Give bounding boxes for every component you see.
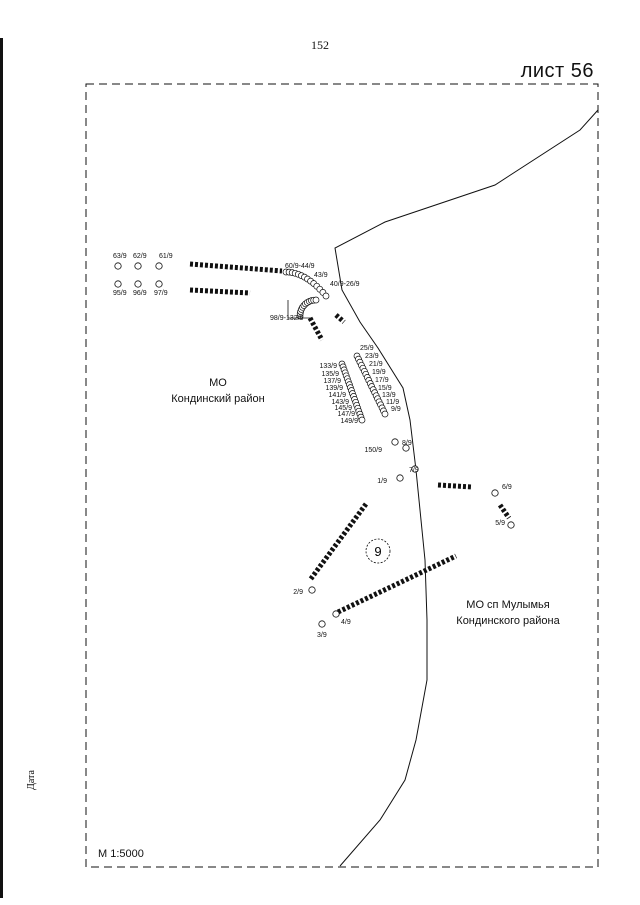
region-east-line2: Кондинского района <box>456 615 560 627</box>
block-circle <box>365 538 391 564</box>
point-marker <box>308 586 316 594</box>
point-label: 21/9 <box>369 361 383 368</box>
point-label: 133/9 <box>319 363 337 370</box>
region-west-line1: МО <box>209 377 227 389</box>
point-label: 40/9-26/9 <box>330 281 360 288</box>
point-marker <box>318 620 326 628</box>
cluster-circle <box>381 410 389 418</box>
point-label: 11/9 <box>386 399 399 406</box>
point-label: 147/9 <box>337 411 355 418</box>
scale-label: М 1:5000 <box>98 848 144 860</box>
point-label: 8/9 <box>402 440 412 447</box>
point-label: 62/9 <box>133 253 147 260</box>
point-label: 9/9 <box>391 406 401 413</box>
point-marker <box>134 262 142 270</box>
point-label: 19/9 <box>372 369 386 376</box>
point-label: 141/9 <box>328 392 346 399</box>
point-marker <box>411 465 419 473</box>
point-label: 97/9 <box>154 290 168 297</box>
map-frame <box>85 83 599 868</box>
strip-arc <box>307 316 325 342</box>
point-marker <box>332 610 340 618</box>
point-label: 61/9 <box>159 253 173 260</box>
region-east-line1: МО сп Мулымья <box>466 599 549 611</box>
point-marker <box>155 262 163 270</box>
point-label: 96/9 <box>133 290 147 297</box>
block-number: 9 <box>374 544 381 559</box>
point-label: 95/9 <box>113 290 127 297</box>
point-label: 6/9 <box>502 484 512 491</box>
point-label: 25/9 <box>360 345 374 352</box>
boundary-line <box>334 109 599 867</box>
point-label: 145/9 <box>334 405 352 412</box>
arc-bracket <box>287 300 312 319</box>
point-label: 143/9 <box>331 399 349 406</box>
point-label: 4/9 <box>341 619 351 626</box>
point-label: 23/9 <box>365 353 379 360</box>
point-label: 17/9 <box>375 377 389 384</box>
point-label: 13/9 <box>382 392 396 399</box>
point-label: 135/9 <box>321 371 339 378</box>
point-label: 15/9 <box>378 385 392 392</box>
point-marker <box>114 280 122 288</box>
point-label: 7/9 <box>409 467 419 474</box>
cluster-circle <box>312 296 320 304</box>
point-label: 139/9 <box>325 385 343 392</box>
point-label: 137/9 <box>323 378 341 385</box>
region-west-line2: Кондинский район <box>171 393 264 405</box>
point-marker <box>391 438 399 446</box>
circle-clusters <box>282 268 389 424</box>
point-label: 60/9-44/9 <box>285 263 315 270</box>
point-marker <box>491 489 499 497</box>
cluster-circle <box>358 416 366 424</box>
point-marker <box>402 444 410 452</box>
cluster-circle <box>322 292 330 300</box>
strip-small <box>334 313 346 324</box>
point-label: 3/9 <box>317 632 327 639</box>
page-number: 152 <box>311 38 329 52</box>
point-marker <box>114 262 122 270</box>
strip-row-top <box>189 261 283 274</box>
strip-east-side <box>497 503 512 520</box>
strip-row-bottom <box>189 287 251 296</box>
point-marker <box>507 521 515 529</box>
page-edge-line <box>0 38 3 898</box>
point-label: 1/9 <box>377 478 387 485</box>
point-marker <box>155 280 163 288</box>
sheet-title: лист 56 <box>520 60 594 82</box>
strip-diagonal-west <box>307 502 369 582</box>
strip-diagonal-south <box>336 553 458 615</box>
point-label: 150/9 <box>364 447 382 454</box>
point-label: 5/9 <box>495 520 505 527</box>
point-marker <box>396 474 404 482</box>
point-label: 149/9 <box>340 418 358 425</box>
point-marker <box>134 280 142 288</box>
point-label: 63/9 <box>113 253 127 260</box>
point-label: 43/9 <box>314 272 328 279</box>
point-label: 98/9-132/9 <box>270 315 304 322</box>
point-label: 2/9 <box>293 589 303 596</box>
strip-east-short <box>437 482 473 490</box>
